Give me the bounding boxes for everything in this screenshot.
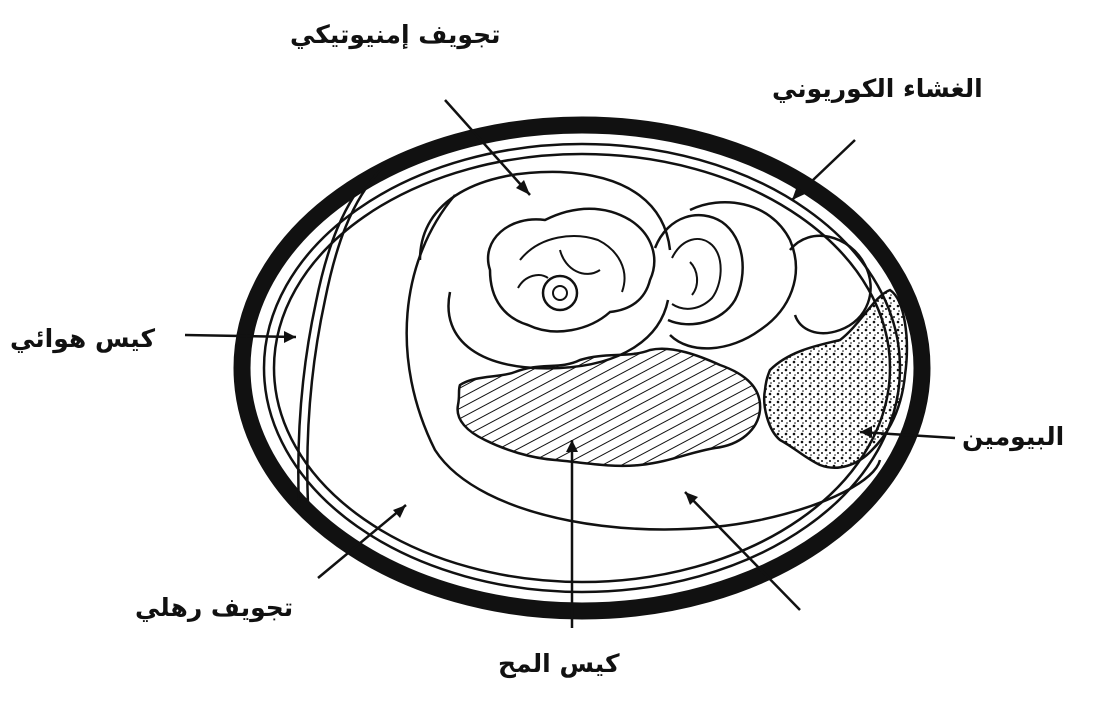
label-air-sac: كيس هوائي <box>10 326 155 351</box>
embryo-brain-fold-2 <box>560 250 600 274</box>
embryo-body <box>655 215 743 324</box>
amniotic-cavity-outline <box>420 172 670 260</box>
embryo-eye-inner <box>553 286 567 300</box>
embryo-eye-outer <box>543 276 577 310</box>
label-chorion: الغشاء الكوريوني <box>772 76 983 101</box>
leader-extraembryonic-arrow <box>393 505 406 518</box>
allantois-loop <box>670 202 796 348</box>
embryo-head <box>488 209 654 332</box>
allantois-sac-right <box>790 236 871 333</box>
leader-air <box>185 335 296 337</box>
embryo-brain-fold <box>520 236 625 292</box>
label-albumen: البيومين <box>962 424 1064 449</box>
albumen <box>764 290 907 468</box>
label-amniotic-cavity: تجويف إمنيوتيكي <box>290 22 501 47</box>
label-yolk-sac: كيس المح <box>498 651 620 676</box>
label-extraembryonic-cavity: تجويف رهلي <box>135 595 293 620</box>
embryo-limb <box>690 262 697 295</box>
leader-air-arrow <box>284 331 296 343</box>
yolk-sac <box>458 349 761 466</box>
